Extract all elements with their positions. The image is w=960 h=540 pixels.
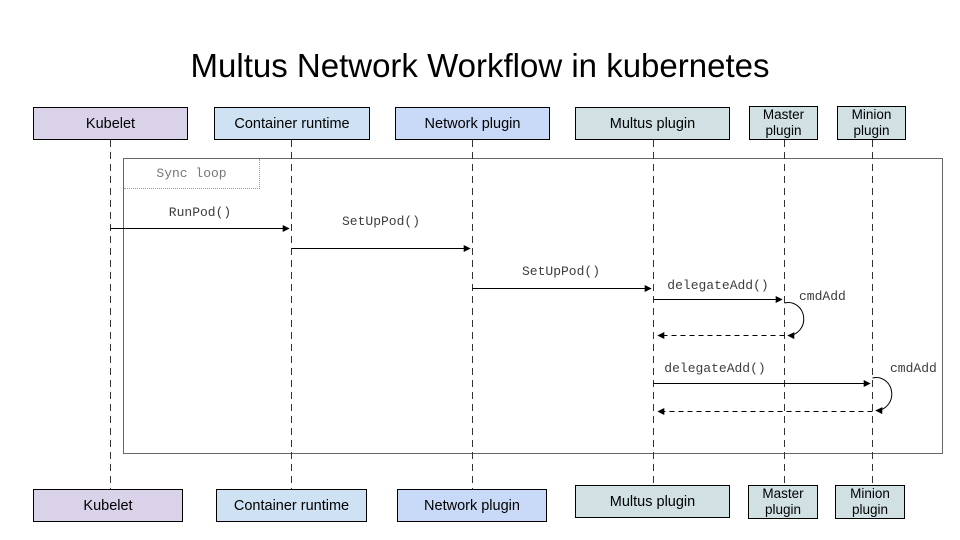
actor-bottom-multus-plugin: Multus plugin: [575, 485, 730, 518]
actor-label: Multus plugin: [609, 115, 696, 132]
message-label-delegateadd-2: delegateAdd(): [664, 361, 766, 376]
message-label-cmdadd-1: cmdAdd: [799, 289, 846, 304]
actor-top-minion-plugin: Minion plugin: [837, 106, 906, 140]
actor-label: Container runtime: [234, 115, 350, 132]
self-loop-cmdadd-master: [784, 302, 805, 340]
self-loop-cmdadd-minion: [872, 377, 893, 415]
sync-loop-label: Sync loop: [156, 166, 227, 181]
actor-top-container-runtime: Container runtime: [214, 107, 370, 140]
actor-label: Container runtime: [233, 497, 350, 514]
message-label-runpod: RunPod(): [168, 205, 232, 220]
actor-label: Network plugin: [424, 497, 520, 514]
actor-label: Master plugin: [762, 107, 805, 138]
actor-label: Minion plugin: [850, 486, 890, 517]
actor-top-multus-plugin: Multus plugin: [575, 107, 730, 140]
actor-label: Minion plugin: [851, 107, 892, 138]
message-label-delegateadd-1: delegateAdd(): [667, 278, 769, 293]
actor-top-kubelet: Kubelet: [33, 107, 188, 140]
actor-bottom-master-plugin: Master plugin: [748, 485, 818, 519]
actor-bottom-network-plugin: Network plugin: [397, 489, 547, 522]
message-label-cmdadd-2: cmdAdd: [890, 361, 937, 376]
actor-label: Master plugin: [762, 486, 804, 517]
actor-top-network-plugin: Network plugin: [395, 107, 550, 140]
actor-label: Network plugin: [424, 115, 521, 132]
actor-label: Multus plugin: [609, 493, 696, 510]
actor-bottom-kubelet: Kubelet: [33, 489, 183, 522]
actor-label: Kubelet: [85, 115, 136, 132]
message-label-setuppod-2: SetUpPod(): [521, 264, 601, 279]
sync-loop-box: Sync loop: [124, 159, 260, 189]
actor-bottom-container-runtime: Container runtime: [216, 489, 367, 522]
sequence-frame: [123, 158, 943, 454]
diagram-title: Multus Network Workflow in kubernetes: [190, 47, 770, 84]
actor-label: Kubelet: [83, 497, 133, 514]
actor-bottom-minion-plugin: Minion plugin: [835, 485, 905, 519]
actor-top-master-plugin: Master plugin: [749, 106, 818, 140]
message-label-setuppod-1: SetUpPod(): [341, 214, 421, 229]
